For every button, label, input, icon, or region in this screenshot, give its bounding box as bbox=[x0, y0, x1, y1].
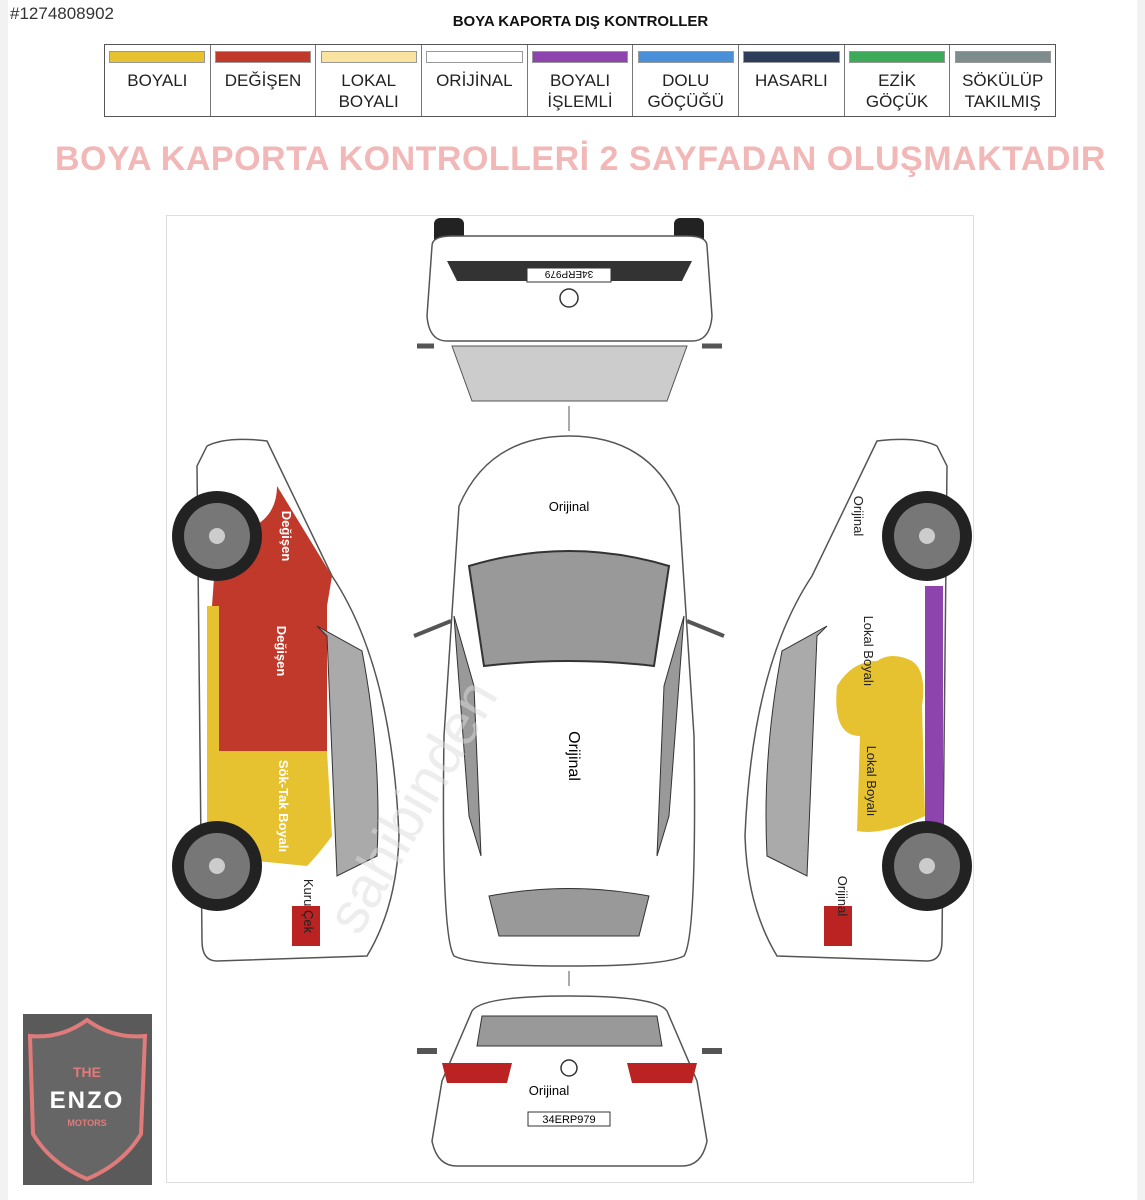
rear-plate: 34ERP979 bbox=[542, 1114, 595, 1126]
color-legend: BOYALI DEĞİŞEN LOKAL BOYALI ORİJİNAL BOYALI … bbox=[104, 44, 1056, 117]
listing-id: #1274808902 bbox=[10, 4, 115, 23]
right-label-rear-fender: Orijinal bbox=[835, 876, 850, 917]
legend-item: BOYALI İŞLEMLİ bbox=[528, 45, 634, 116]
car-rear-view: Orijinal 34ERP979 bbox=[417, 995, 722, 1167]
car-right-side-view: Orijinal Lokal Boyalı Lokal Boyalı Oriji… bbox=[744, 438, 972, 962]
legend-item: DEĞİŞEN bbox=[211, 45, 317, 116]
left-label-front-door: Değişen bbox=[274, 626, 289, 677]
right-label-front-fender: Orijinal bbox=[851, 496, 866, 537]
legend-swatch bbox=[531, 51, 629, 63]
legend-label: HASARLI bbox=[754, 71, 828, 90]
legend-label: SÖKÜLÜP TAKILMIŞ bbox=[962, 71, 1044, 111]
legend-label: BOYALI bbox=[127, 71, 188, 90]
legend-label: BOYALI İŞLEMLİ bbox=[547, 71, 613, 111]
legend-swatch bbox=[320, 51, 417, 63]
logo-motors: MOTORS bbox=[67, 1118, 106, 1128]
legend-swatch bbox=[109, 51, 206, 63]
rear-label: Orijinal bbox=[529, 1083, 570, 1098]
legend-swatch bbox=[637, 51, 734, 63]
legend-label: ORİJİNAL bbox=[436, 71, 513, 90]
logo-enzo: ENZO bbox=[50, 1087, 125, 1114]
page-title: BOYA KAPORTA DIŞ KONTROLLER bbox=[452, 13, 709, 30]
legend-label: DOLU GÖÇÜĞÜ bbox=[647, 71, 724, 111]
right-label-rear-door: Lokal Boyalı bbox=[864, 746, 879, 817]
hood-label: Orijinal bbox=[549, 499, 590, 514]
right-label-front-door: Lokal Boyalı bbox=[861, 616, 876, 687]
legend-label: DEĞİŞEN bbox=[224, 71, 302, 90]
legend-item: HASARLI bbox=[739, 45, 845, 116]
logo-the: THE bbox=[73, 1064, 101, 1080]
legend-swatch bbox=[214, 51, 312, 63]
left-label-rear-fender: Kuru Çek bbox=[301, 879, 316, 934]
legend-swatch bbox=[426, 51, 523, 63]
legend-item: EZİK GÖÇÜK bbox=[845, 45, 951, 116]
car-top-view: Orijinal Orijinal bbox=[413, 435, 725, 986]
legend-item: ORİJİNAL bbox=[422, 45, 528, 116]
legend-swatch bbox=[954, 51, 1051, 63]
car-front-view: 34ERP979 bbox=[417, 218, 722, 431]
roof-label: Orijinal bbox=[565, 731, 582, 781]
legend-item: SÖKÜLÜP TAKILMIŞ bbox=[950, 45, 1055, 116]
legend-item: LOKAL BOYALI bbox=[316, 45, 423, 116]
legend-item: BOYALI bbox=[105, 45, 211, 116]
car-damage-diagram: 34ERP979 Orijinal Orijinal bbox=[166, 215, 974, 1183]
info-banner: BOYA KAPORTA KONTROLLERİ 2 SAYFADAN OLUŞ… bbox=[55, 140, 1106, 178]
legend-swatch bbox=[848, 51, 946, 63]
dealer-logo: THE ENZO MOTORS bbox=[23, 1014, 152, 1185]
legend-item: DOLU GÖÇÜĞÜ bbox=[633, 45, 740, 116]
car-left-side-view: Değişen Değişen Sök-Tak Boyalı Kuru Çek bbox=[172, 438, 400, 962]
legend-swatch bbox=[743, 51, 840, 63]
left-label-rear-door: Sök-Tak Boyalı bbox=[276, 760, 291, 852]
legend-label: EZİK GÖÇÜK bbox=[865, 71, 929, 111]
legend-label: LOKAL BOYALI bbox=[338, 71, 399, 111]
left-label-front-fender: Değişen bbox=[279, 511, 294, 562]
front-plate: 34ERP979 bbox=[544, 268, 593, 279]
